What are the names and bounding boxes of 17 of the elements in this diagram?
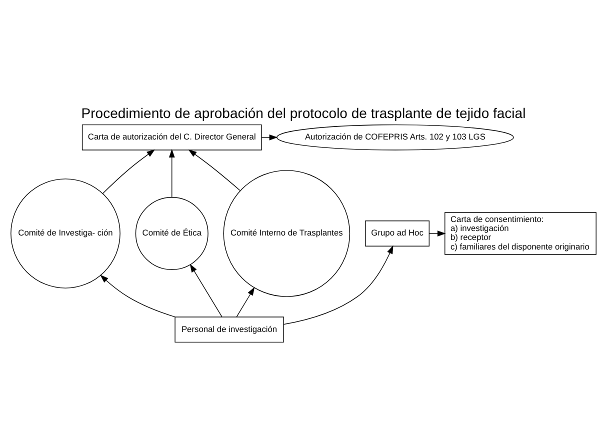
- arrow: [236, 286, 255, 317]
- node-ellipse: Autorización de COFEPRIS Arts. 102 y 103 LGS: [276, 124, 514, 150]
- node-box: Grupo ad Hoc: [365, 220, 430, 246]
- arrow: [190, 263, 222, 317]
- arrow: [428, 230, 446, 236]
- arrow: [261, 134, 278, 140]
- diagram-title: Procedimiento de aprobación del protocolo de trasplante de tejido facial: [81, 104, 526, 120]
- node-box: Carta de autorización del C. Director General: [82, 124, 262, 150]
- arrow: [100, 274, 176, 317]
- node-box: Carta de consentimiento: a) investigación b) receptor c) familiares del disponente originario: [444, 212, 596, 254]
- arrow: [283, 244, 394, 324]
- arrow: [102, 148, 156, 194]
- node-circle: Comité de Ética: [135, 196, 208, 270]
- arrow: [168, 148, 175, 197]
- arrow: [188, 149, 240, 190]
- node-circle: Comité de Investiga- ción: [10, 178, 120, 288]
- node-box: Personal de investigación: [174, 316, 284, 342]
